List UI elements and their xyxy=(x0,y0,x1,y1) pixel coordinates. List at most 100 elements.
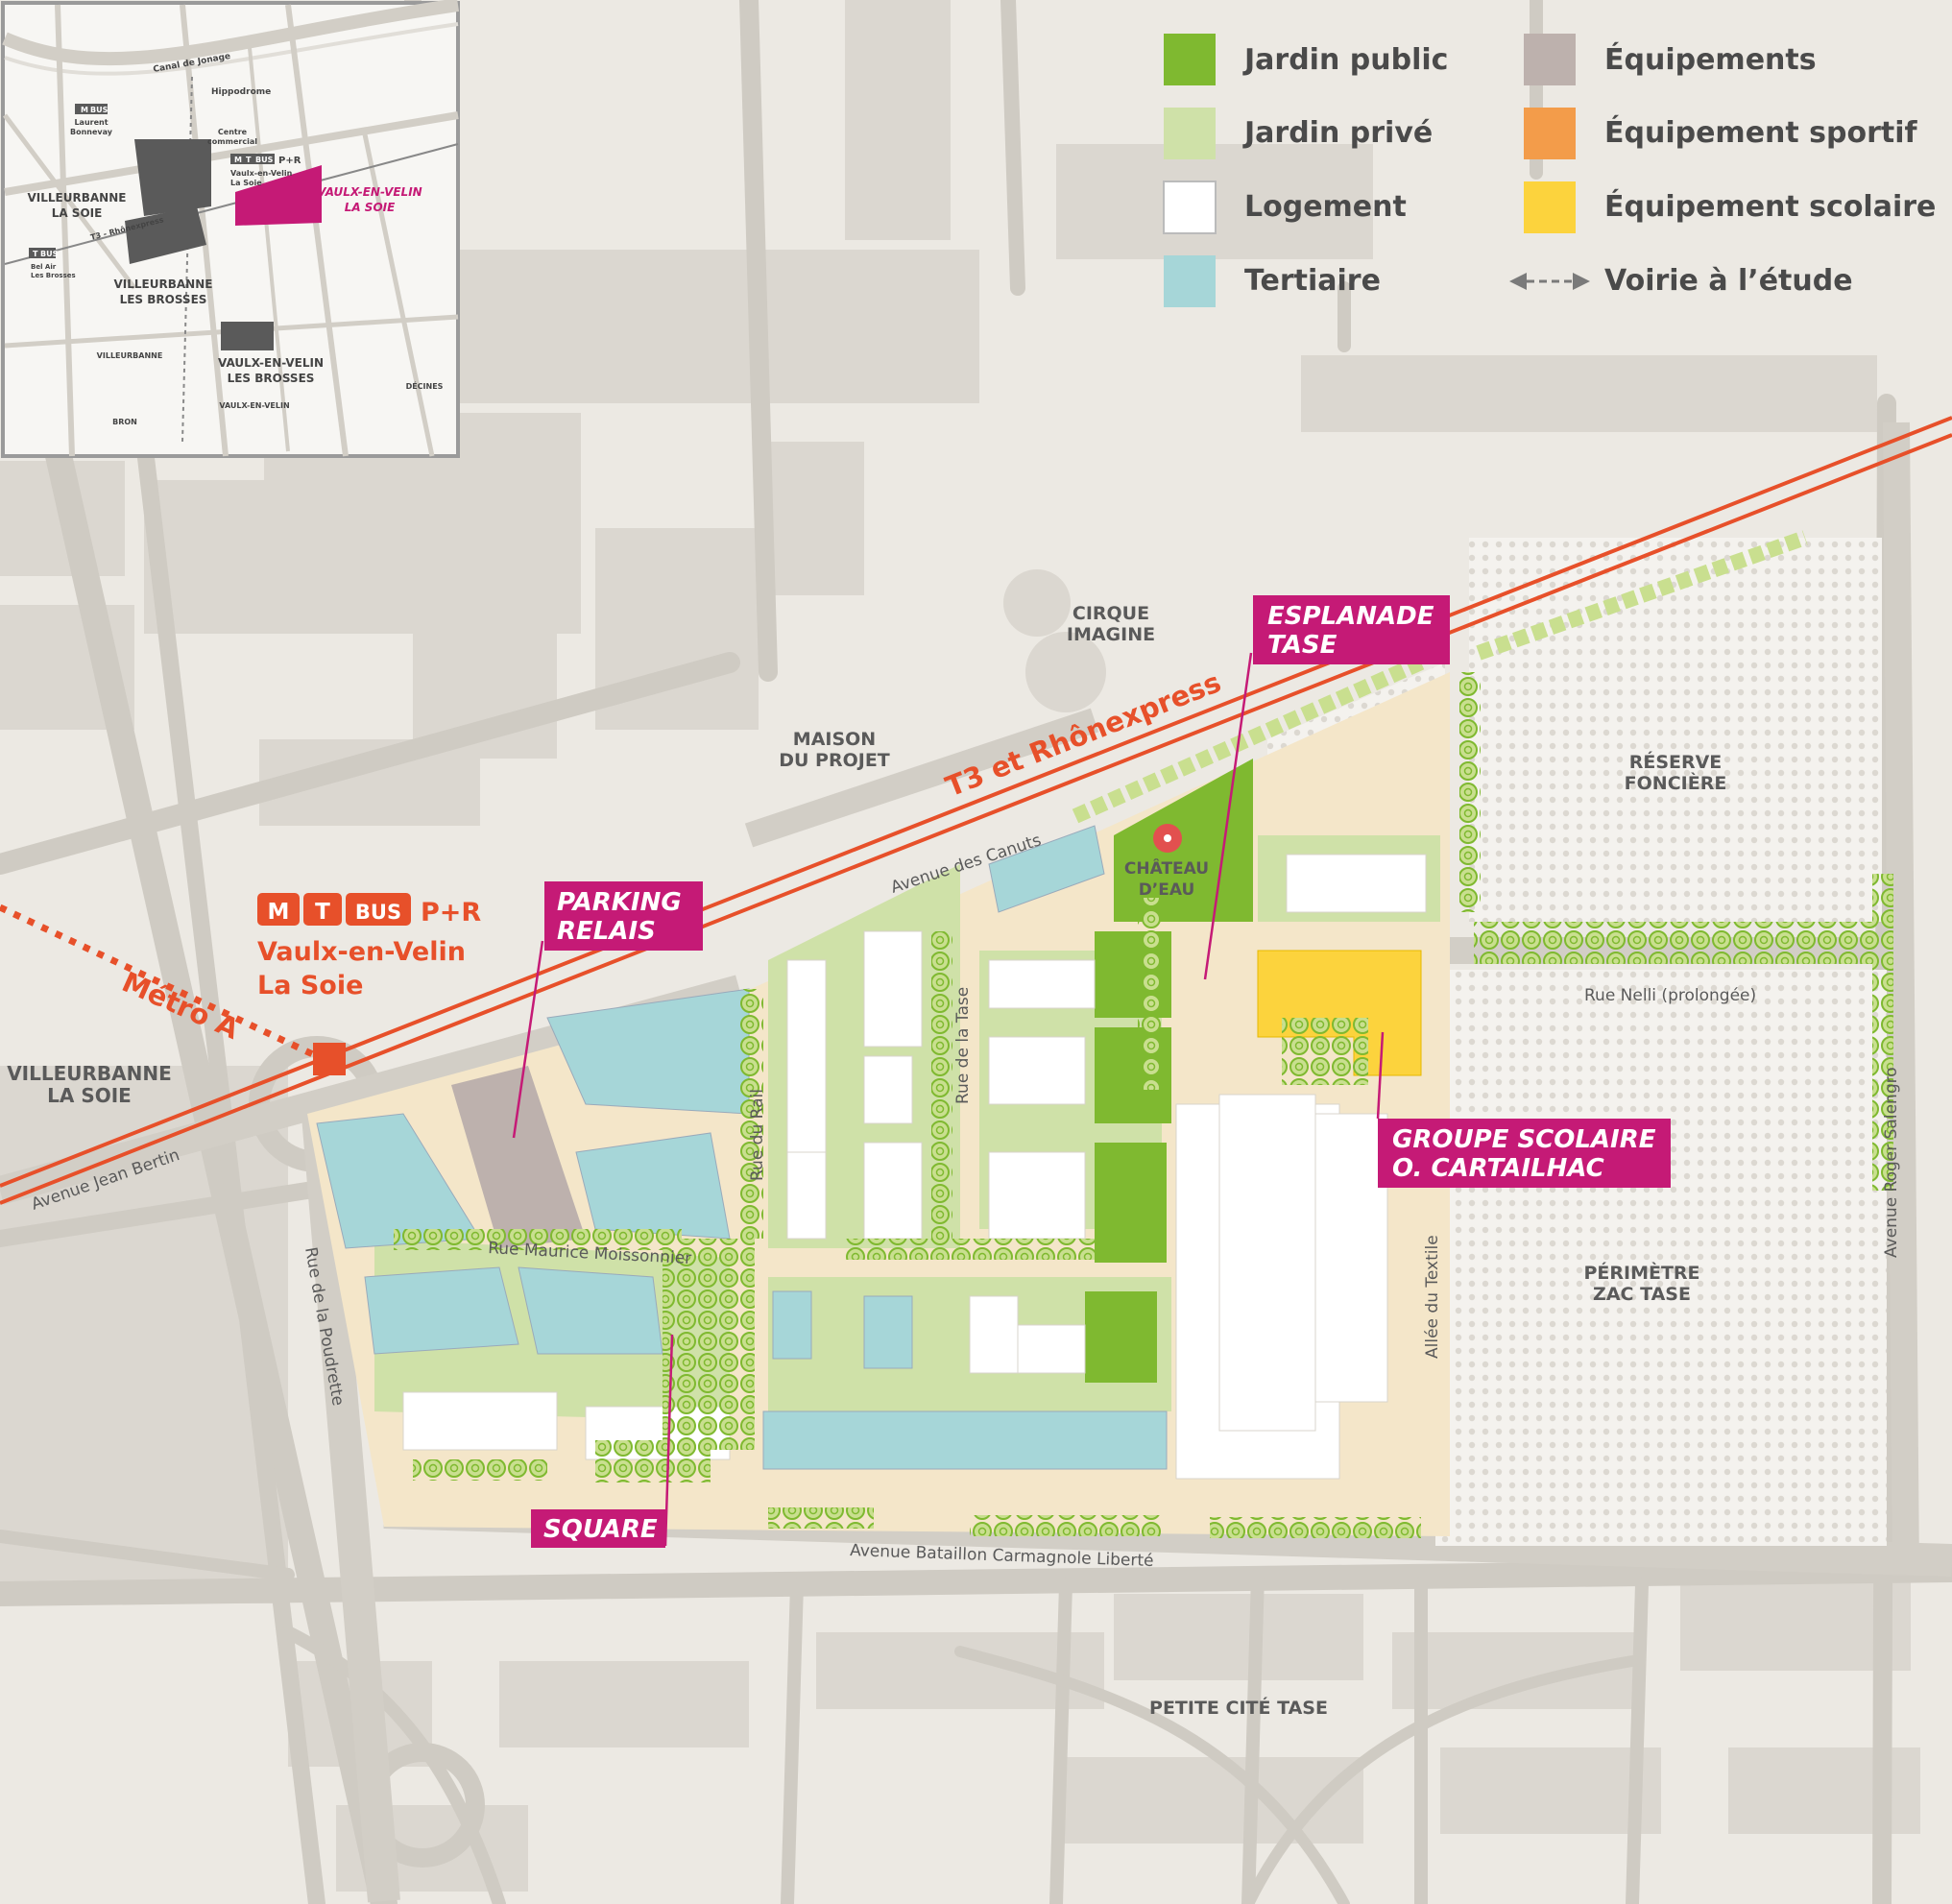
legend-item-equipement-sportif: Équipement sportif xyxy=(1524,108,1918,159)
label-chateau-line2: D’EAU xyxy=(1139,880,1195,900)
chateau-eau-marker-dot xyxy=(1164,834,1171,842)
inset-centre-line2: commercial xyxy=(207,137,257,146)
label-villeurbanne-line1: VILLEURBANNE xyxy=(7,1062,172,1085)
street-tase-rue: Rue de la Tase xyxy=(953,987,973,1104)
legend-label-tertiaire: Tertiaire xyxy=(1244,264,1381,298)
callout-esplanade-line1: ESPLANADE xyxy=(1267,602,1434,631)
callout-square: SQUARE xyxy=(531,1334,674,1548)
inset-laurent-badge-bus: BUS xyxy=(90,106,108,114)
legend-label-jardin-public: Jardin public xyxy=(1242,43,1448,77)
inset-villeurbanne-soie-line2: LA SOIE xyxy=(52,206,103,220)
avenue-salengro-road xyxy=(1883,422,1919,1576)
avenue-canuts-road xyxy=(744,708,1099,848)
rue-poudrette-road xyxy=(301,1102,400,1903)
legend-label-equipement-sportif: Équipement sportif xyxy=(1604,115,1918,150)
street-textile: Allée du Textile xyxy=(1423,1235,1442,1359)
place-labels: CIRQUE IMAGINE MAISON DU PROJET CHÂTEAU … xyxy=(7,603,1726,1719)
tertiary-buildings xyxy=(316,825,1168,1470)
inset-belair-line2: Les Brosses xyxy=(31,272,76,279)
metro-station-icon xyxy=(313,1043,346,1075)
station-pr: P+R xyxy=(421,898,481,928)
badge-t xyxy=(303,893,342,926)
street-rail: Rue du Rail xyxy=(748,1089,767,1181)
callout-parking: PARKING RELAIS xyxy=(512,881,703,1139)
inset-decines: DÉCINES xyxy=(406,380,444,391)
legend-label-equipement-scolaire: Équipement scolaire xyxy=(1604,189,1936,224)
legend-label-voirie: Voirie à l’étude xyxy=(1604,264,1853,298)
station-name-line1: Vaulx-en-Velin xyxy=(257,937,466,967)
inset-soie-badge-t: T xyxy=(246,156,252,164)
inset-belair-badge-t: T xyxy=(33,250,38,258)
inset-soie-pr: P+R xyxy=(278,156,301,166)
tram-tree-row xyxy=(1072,655,1425,824)
inset-centre-line1: Centre xyxy=(218,128,248,136)
cirque-imagine-ring xyxy=(1003,569,1071,637)
inset-laurent-badges: M xyxy=(81,106,88,114)
inset-vaulx-brosses-line1: VAULX-EN-VELIN xyxy=(218,356,324,370)
callout-groupe: GROUPE SCOLAIRE O. CARTAILHAC xyxy=(1376,1031,1671,1188)
inset-vaulx-soie-area xyxy=(235,165,322,226)
parking-relais-building xyxy=(451,1066,586,1248)
label-perimetre-line1: PÉRIMÈTRE xyxy=(1583,1262,1699,1284)
cirque-imagine-building xyxy=(1025,632,1106,712)
legend: Jardin public Jardin privé Logement Tert… xyxy=(1163,34,1936,307)
inset-villeurbanne-brosses-line1: VILLEURBANNE xyxy=(114,277,213,291)
badge-m-text: M xyxy=(268,900,290,925)
inset-vaulx-soie-line1: VAULX-EN-VELIN xyxy=(317,185,422,199)
badge-m xyxy=(257,893,300,926)
callout-esplanade-line2: TASE xyxy=(1267,631,1337,660)
inset-villeurbanne-brosses-line2: LES BROSSES xyxy=(120,293,207,306)
legend-item-logement: Logement xyxy=(1163,181,1407,234)
label-maison-line1: MAISON xyxy=(793,729,876,750)
label-villeurbanne-line2: LA SOIE xyxy=(47,1084,132,1107)
inset-belair-badge-bus: BUS xyxy=(40,250,59,258)
legend-item-jardin-public: Jardin public xyxy=(1164,34,1448,85)
reserve-tree-row xyxy=(1476,530,1808,661)
legend-label-logement: Logement xyxy=(1244,190,1407,224)
callout-parking-line2: RELAIS xyxy=(557,917,656,946)
label-cirque-line2: IMAGINE xyxy=(1067,624,1155,645)
inset-villeurbanne-soie-line1: VILLEURBANNE xyxy=(28,191,127,205)
inset-soie-badge-m: M xyxy=(234,156,242,164)
station-name-line2: La Soie xyxy=(257,971,363,1000)
inset-villeurbanne: VILLEURBANNE xyxy=(97,351,163,360)
label-cirque-line1: CIRQUE xyxy=(1072,603,1149,624)
callout-groupe-line1: GROUPE SCOLAIRE xyxy=(1392,1125,1656,1154)
inset-laurent-line2: Bonnevay xyxy=(70,128,113,136)
inset-vaulx-soie-line2: LA SOIE xyxy=(345,201,396,214)
street-nelli: Rue Nelli (prolongée) xyxy=(1584,986,1756,1005)
label-maison-line2: DU PROJET xyxy=(779,750,890,771)
legend-item-equipement-scolaire: Équipement scolaire xyxy=(1524,181,1936,233)
callout-esplanade: ESPLANADE TASE xyxy=(1203,595,1450,980)
street-salengro: Avenue Roger Salengro xyxy=(1882,1067,1901,1258)
legend-item-equipements: Équipements xyxy=(1524,34,1817,85)
inset-laurent-line1: Laurent xyxy=(74,118,108,127)
badge-bus-text: BUS xyxy=(355,901,401,924)
legend-item-jardin-prive: Jardin privé xyxy=(1164,108,1433,159)
metro-line xyxy=(0,904,319,1060)
callout-square-text: SQUARE xyxy=(543,1515,658,1544)
reserve-fonciere-area xyxy=(1469,538,1882,922)
legend-label-jardin-prive: Jardin privé xyxy=(1242,116,1433,150)
legend-item-tertiaire: Tertiaire xyxy=(1164,255,1381,307)
inset-vaulx: VAULX-EN-VELIN xyxy=(219,401,289,410)
inset-belair-line1: Bel Air xyxy=(31,263,57,271)
callout-groupe-line2: O. CARTAILHAC xyxy=(1392,1154,1604,1183)
badge-bus xyxy=(346,893,411,926)
label-petite-cite: PETITE CITÉ TASE xyxy=(1149,1697,1328,1719)
label-chateau-line1: CHÂTEAU xyxy=(1124,857,1209,879)
legend-label-equipements: Équipements xyxy=(1604,42,1817,77)
inset-map: Canal de Jonage Hippodrome Centre commer… xyxy=(1,0,460,458)
inset-soie-stop-line2: La Soie xyxy=(230,179,262,187)
inset-soie-badge-bus: BUS xyxy=(255,156,274,164)
inset-vaulx-brosses-line2: LES BROSSES xyxy=(228,372,315,385)
inset-hippodrome: Hippodrome xyxy=(211,87,271,97)
badge-t-text: T xyxy=(315,900,330,925)
inset-bron: BRON xyxy=(112,418,137,426)
station-block: M T BUS P+R Vaulx-en-Velin La Soie xyxy=(257,893,481,1000)
tree-rows xyxy=(394,672,1893,1538)
label-reserve-line1: RÉSERVE xyxy=(1629,751,1723,773)
dashed-arrow-icon xyxy=(1509,273,1590,290)
callout-parking-line1: PARKING xyxy=(557,888,682,917)
